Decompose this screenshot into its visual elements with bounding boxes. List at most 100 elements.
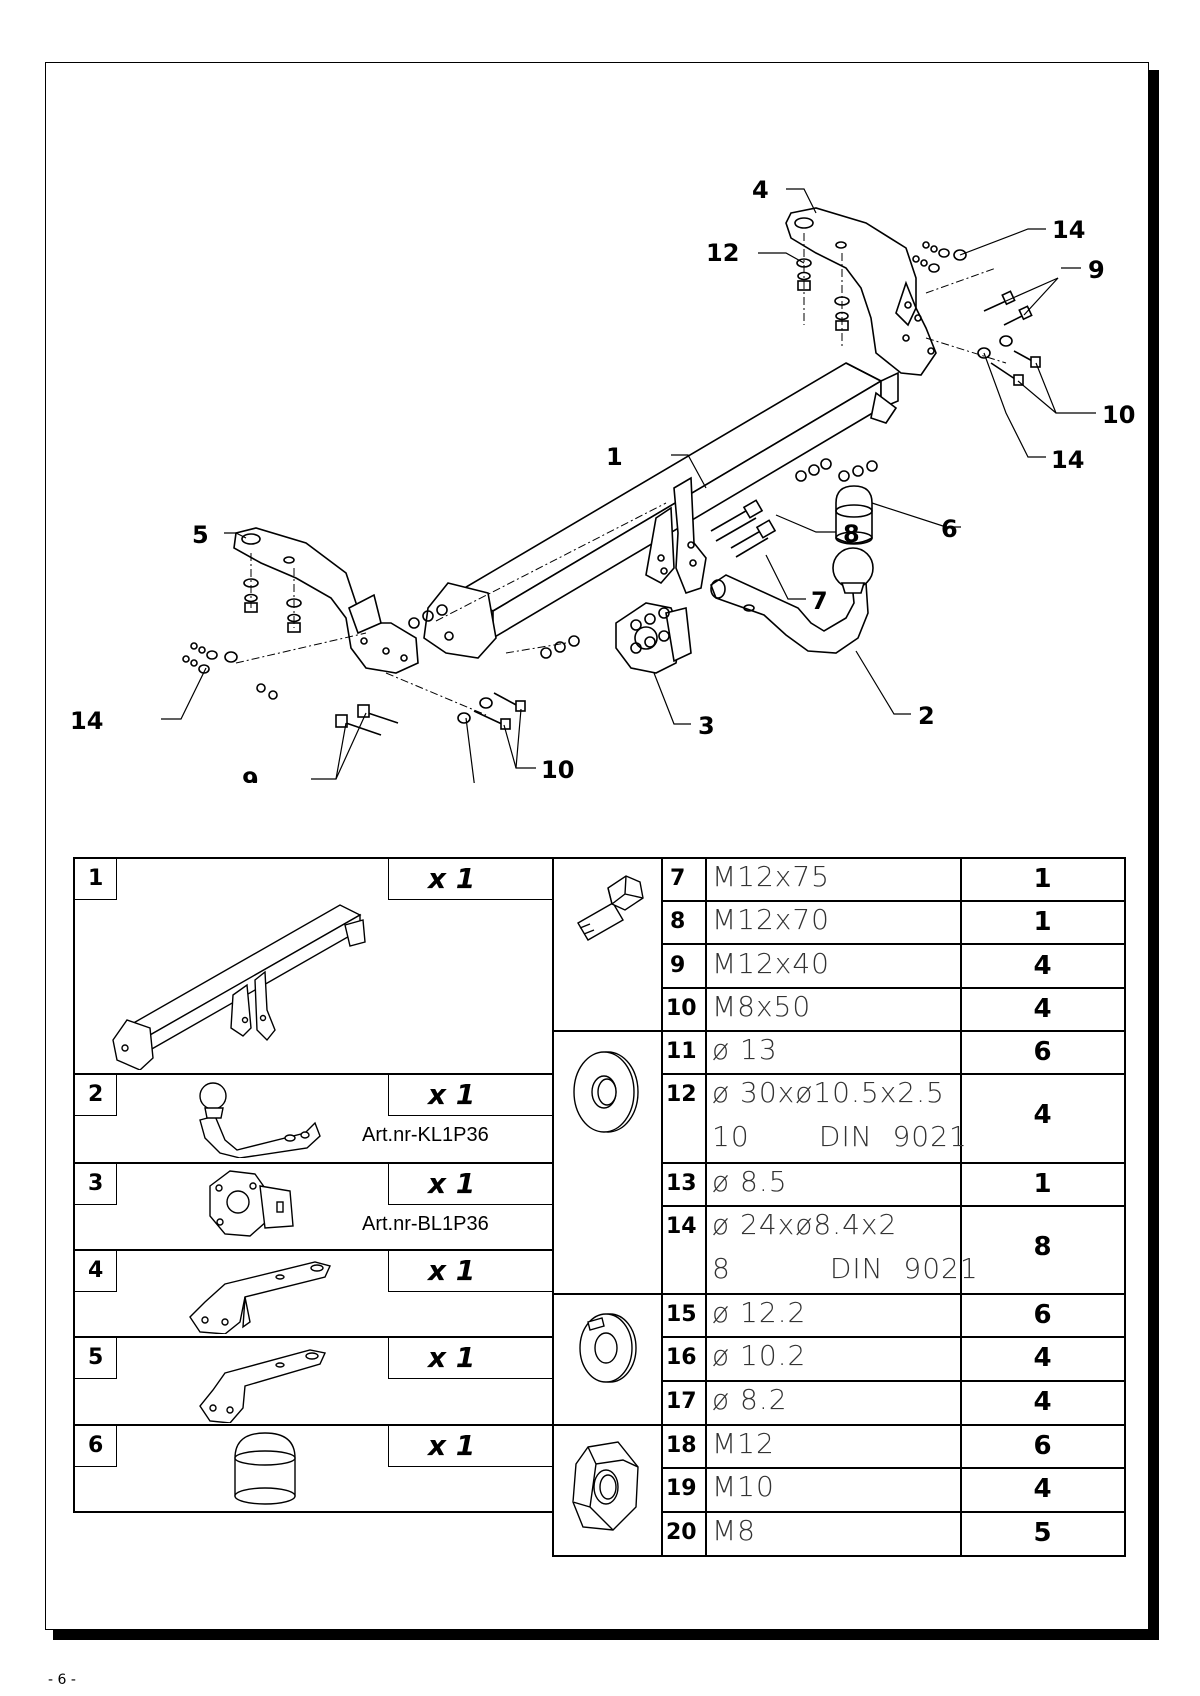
hardware-spec: ø 13 <box>712 1033 778 1066</box>
hardware-number: 14 <box>666 1214 697 1239</box>
hardware-number: 12 <box>666 1082 697 1107</box>
hardware-number: 9 <box>670 953 686 978</box>
ball-cap-thumbnail <box>234 1432 296 1505</box>
part-number: 6 <box>88 1433 104 1458</box>
part-no-box-2 <box>73 1073 117 1116</box>
part-no-box-3 <box>73 1162 117 1205</box>
part-quantity: x 1 <box>428 862 476 895</box>
ball-hook-thumbnail <box>199 1082 321 1158</box>
hardware-quantity: 6 <box>1033 1037 1052 1067</box>
callout-6: 6 <box>941 515 958 543</box>
part-number: 2 <box>88 1082 104 1107</box>
left-bracket-thumbnail <box>199 1349 327 1423</box>
bolt-icon <box>577 875 644 941</box>
hardware-spec: ø 30xø10.5x2.5 <box>712 1076 945 1109</box>
callout-10-left: 10 <box>541 756 574 783</box>
exploded-assembly-diagram: 4 12 14 9 10 14 1 5 8 6 7 2 3 14 9 10 14 <box>70 176 1135 783</box>
part-quantity: x 1 <box>428 1078 476 1111</box>
page-number: - 6 - <box>48 1672 76 1688</box>
part-number: 3 <box>88 1171 104 1196</box>
hardware-spec: M12x70 <box>712 903 830 936</box>
hardware-quantity: 1 <box>1033 1169 1052 1199</box>
part-number: 4 <box>88 1258 104 1283</box>
hardware-quantity: 4 <box>1033 1100 1052 1130</box>
crossbar-drawing <box>423 362 899 659</box>
hardware-spec: M12x75 <box>712 860 830 893</box>
hardware-spec: M8 <box>712 1514 756 1547</box>
hardware-quantity: 8 <box>1033 1232 1052 1262</box>
callout-12: 12 <box>706 239 739 267</box>
right-bracket-thumbnail <box>189 1261 331 1334</box>
crossbar-thumbnail <box>112 904 366 1070</box>
hardware-quantity: 1 <box>1033 907 1052 937</box>
callout-14-left: 14 <box>70 707 103 735</box>
callout-7: 7 <box>811 587 828 615</box>
socket-plate-thumbnail <box>209 1170 294 1237</box>
hardware-spec: M12x40 <box>712 947 830 980</box>
washer-icon <box>573 1051 639 1133</box>
part-quantity: x 1 <box>428 1167 476 1200</box>
left-bracket-drawing <box>233 527 419 674</box>
part-qty-box-4 <box>388 1249 553 1292</box>
spring-washer-icon <box>579 1313 637 1383</box>
part-no-box-5 <box>73 1336 117 1379</box>
hardware-spec: ø 8.2 <box>712 1383 788 1416</box>
part-qty-box-5 <box>388 1336 553 1379</box>
part-no-box-1 <box>73 857 117 900</box>
part-article-number: Art.nr-BL1P36 <box>362 1213 489 1235</box>
part-number: 5 <box>88 1345 104 1370</box>
part-qty-box-3 <box>388 1162 553 1205</box>
callout-10-right: 10 <box>1102 401 1135 429</box>
hardware-spec: ø 10.2 <box>712 1339 807 1372</box>
hex-nut-icon <box>572 1441 639 1531</box>
callout-3: 3 <box>698 712 715 740</box>
hardware-quantity: 4 <box>1033 1474 1052 1504</box>
hardware-number: 11 <box>666 1039 697 1064</box>
ball-cap-drawing <box>835 485 873 545</box>
hardware-number: 20 <box>666 1520 697 1545</box>
hardware-spec-standard: 8 DIN 9021 <box>712 1252 979 1285</box>
hardware-number: 13 <box>666 1171 697 1196</box>
hardware-quantity: 4 <box>1033 1343 1052 1373</box>
hardware-number: 18 <box>666 1433 697 1458</box>
hardware-spec: M10 <box>712 1470 775 1503</box>
part-no-box-6 <box>73 1424 117 1467</box>
part-quantity: x 1 <box>428 1429 476 1462</box>
hardware-quantity: 4 <box>1033 994 1052 1024</box>
callout-1: 1 <box>606 443 623 471</box>
frame-shadow-bottom <box>53 1630 1159 1640</box>
hardware-spec: M12 <box>712 1427 775 1460</box>
center-lines <box>235 233 1007 716</box>
hardware-number: 10 <box>666 996 697 1021</box>
hardware-spec: ø 8.5 <box>712 1165 788 1198</box>
hardware-number: 7 <box>670 866 686 891</box>
bolts-7-8-drawing <box>710 499 777 558</box>
callout-14-right: 14 <box>1051 446 1084 474</box>
frame-shadow-right <box>1149 70 1159 1640</box>
callout-8: 8 <box>843 520 860 548</box>
part-quantity: x 1 <box>428 1341 476 1374</box>
part-qty-box-2 <box>388 1073 553 1116</box>
part-qty-box-1 <box>388 857 553 900</box>
part-no-box-4 <box>73 1249 117 1292</box>
hardware-quantity: 1 <box>1033 864 1052 894</box>
hardware-quantity: 6 <box>1033 1300 1052 1330</box>
hardware-quantity: 4 <box>1033 951 1052 981</box>
hardware-spec-standard: 10 DIN 9021 <box>712 1120 968 1153</box>
hardware-number: 16 <box>666 1345 697 1370</box>
part-quantity: x 1 <box>428 1254 476 1287</box>
hardware-number: 17 <box>666 1389 697 1414</box>
part-number: 1 <box>88 866 104 891</box>
part-qty-box-6 <box>388 1424 553 1467</box>
hardware-quantity: 5 <box>1033 1518 1052 1548</box>
callout-4: 4 <box>752 176 769 204</box>
hardware-number: 19 <box>666 1476 697 1501</box>
callout-2: 2 <box>918 702 935 730</box>
hardware-number: 15 <box>666 1302 697 1327</box>
ball-hook-drawing <box>710 547 874 654</box>
hardware-spec: ø 12.2 <box>712 1296 807 1329</box>
leader-lines <box>161 188 1096 783</box>
callout-14-top-right: 14 <box>1052 216 1085 244</box>
part-article-number: Art.nr-KL1P36 <box>362 1124 489 1146</box>
hardware-quantity: 6 <box>1033 1431 1052 1461</box>
